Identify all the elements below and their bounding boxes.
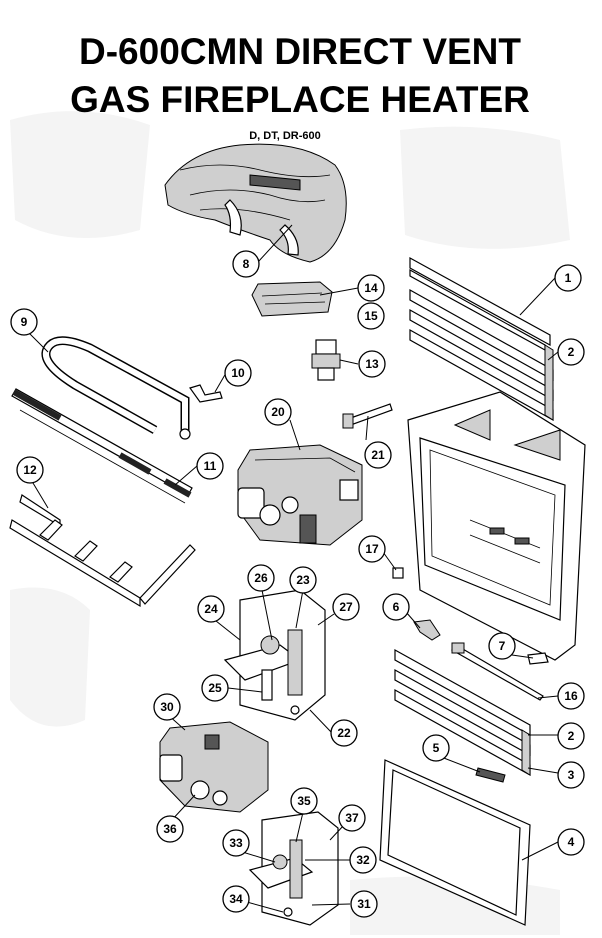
svg-text:27: 27 [339,600,353,614]
svg-text:35: 35 [297,794,311,808]
svg-text:3: 3 [568,768,575,782]
svg-text:10: 10 [231,366,245,380]
svg-text:22: 22 [337,726,351,740]
part-thermocouple [342,403,393,429]
svg-text:23: 23 [296,573,310,587]
part-small-plate [475,767,506,783]
callout-22: 22 [330,719,358,747]
svg-text:31: 31 [357,897,371,911]
callout-37: 37 [338,804,366,832]
callout-30: 30 [153,693,181,721]
callout-35: 35 [290,787,318,815]
part-bracket [189,384,223,403]
svg-text:24: 24 [204,602,218,616]
callout-4: 4 [557,828,585,856]
svg-text:13: 13 [365,357,379,371]
callout-26: 26 [247,564,275,592]
callout-12: 12 [16,456,44,484]
part-firebox [407,391,586,661]
part-knob [413,619,441,641]
svg-text:37: 37 [345,811,359,825]
callouts: 1 2 2 3 4 5 6 7 8 9 10 11 12 13 14 15 16… [10,250,585,918]
svg-text:36: 36 [163,822,177,836]
callout-16: 16 [557,682,585,710]
callout-24: 24 [197,595,225,623]
part-fitting [311,339,341,381]
callout-13: 13 [358,350,386,378]
subtitle: D, DT, DR-600 [249,130,321,142]
callout-10: 10 [224,359,252,387]
svg-text:4: 4 [568,835,575,849]
part-log-grate [9,494,196,608]
callout-1: 1 [554,264,582,292]
part-lower-louver [394,648,531,777]
callout-23: 23 [289,566,317,594]
callout-2-lower: 2 [557,722,585,750]
svg-text:5: 5 [433,741,440,755]
background-watermark [10,111,570,935]
callout-25: 25 [201,674,229,702]
callout-27: 27 [332,593,360,621]
svg-text:6: 6 [393,600,400,614]
part-log-set [164,143,347,263]
callout-5: 5 [422,734,450,762]
callout-32: 32 [349,846,377,874]
callout-34: 34 [222,885,250,913]
svg-text:34: 34 [229,892,243,906]
part-valve-bracket-lower [248,811,339,926]
callout-15: 15 [357,302,385,330]
part-ember-material [251,281,333,317]
svg-text:12: 12 [23,463,37,477]
svg-text:8: 8 [243,257,250,271]
svg-text:25: 25 [208,681,222,695]
callout-7: 7 [488,632,516,660]
part-burner [11,388,193,504]
callout-33: 33 [222,829,250,857]
callout-6: 6 [382,593,410,621]
part-upper-louver [409,256,554,422]
part-gas-valve-main [237,444,363,546]
svg-text:20: 20 [271,405,285,419]
svg-text:33: 33 [229,836,243,850]
svg-text:21: 21 [371,448,385,462]
svg-text:14: 14 [364,281,378,295]
callout-14: 14 [357,274,385,302]
svg-text:1: 1 [565,271,572,285]
svg-text:9: 9 [21,315,28,329]
part-burner-tube [41,336,191,440]
part-valve-bracket-upper [223,589,326,721]
callout-8: 8 [232,250,260,278]
title-line-1: D-600CMN DIRECT VENT [79,31,521,72]
part-small-clip [527,652,549,665]
callout-11: 11 [196,452,224,480]
svg-text:16: 16 [564,689,578,703]
svg-text:30: 30 [160,700,174,714]
part-gas-valve-lower [159,721,269,813]
callout-31: 31 [350,890,378,918]
part-glass-door [379,759,531,926]
callout-17: 17 [358,535,386,563]
callout-3: 3 [557,761,585,789]
callout-20: 20 [264,398,292,426]
callout-9: 9 [10,308,38,336]
callout-36: 36 [156,815,184,843]
svg-text:17: 17 [365,542,379,556]
svg-text:15: 15 [364,309,378,323]
svg-text:32: 32 [356,853,370,867]
part-clip [392,567,404,579]
svg-text:26: 26 [254,571,268,585]
title-line-2: GAS FIREPLACE HEATER [70,79,530,120]
svg-text:2: 2 [568,729,575,743]
callout-21: 21 [364,441,392,469]
svg-text:2: 2 [568,345,575,359]
part-igniter [451,642,544,701]
callout-2-upper: 2 [557,338,585,366]
svg-text:7: 7 [499,639,506,653]
svg-text:11: 11 [204,459,217,473]
